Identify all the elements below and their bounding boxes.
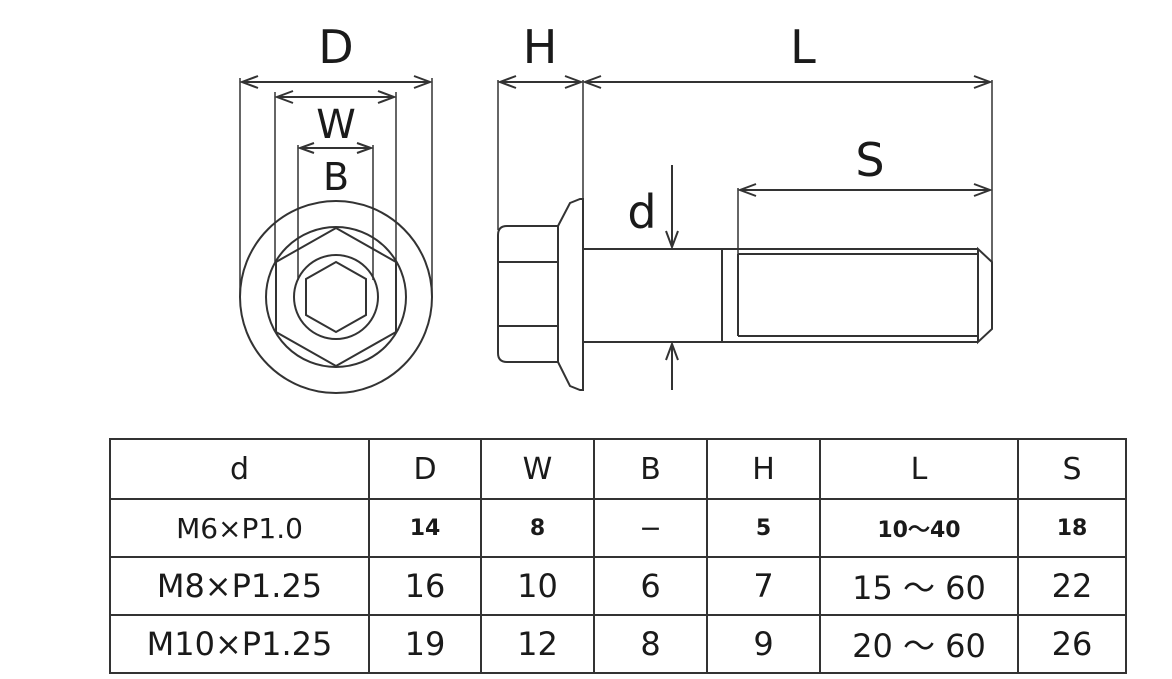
- socket-hex: [305, 260, 367, 334]
- label-S: S: [855, 133, 884, 187]
- cell-D: 16: [368, 556, 482, 616]
- header-W: W: [480, 438, 595, 500]
- hex-head: [497, 225, 559, 363]
- dimension-d: [665, 165, 679, 390]
- hex-across-corners-circle: [265, 226, 407, 368]
- dimension-W: [274, 90, 397, 104]
- flange: [557, 198, 584, 391]
- cell-S: 22: [1017, 556, 1127, 616]
- side-view: [497, 198, 993, 391]
- label-B: B: [323, 155, 349, 199]
- cell-L: 20 ～ 60: [819, 614, 1019, 674]
- end-view: [239, 200, 433, 394]
- cell-D: 14: [368, 498, 482, 558]
- header-B: B: [593, 438, 708, 500]
- label-W: W: [316, 102, 356, 148]
- dimension-S: [737, 183, 993, 197]
- cell-W: 8: [480, 498, 595, 558]
- cell-d: M8×P1.25: [109, 556, 370, 616]
- dimension-L: [582, 75, 993, 89]
- cell-B: 6: [593, 556, 708, 616]
- cell-H: 9: [706, 614, 821, 674]
- table-row: M10×P1.25 19 12 8 9 20 ～ 60 26: [109, 614, 1127, 674]
- label-d: d: [627, 185, 656, 239]
- table-row: M6×P1.0 14 8 － 5 10～40 18: [109, 498, 1127, 558]
- cell-L: 15 ～ 60: [819, 556, 1019, 616]
- cell-L: 10～40: [819, 498, 1019, 558]
- table-row: M8×P1.25 16 10 6 7 15 ～ 60 22: [109, 556, 1127, 616]
- label-L: L: [790, 20, 816, 74]
- cell-W: 10: [480, 556, 595, 616]
- cell-D: 19: [368, 614, 482, 674]
- header-S: S: [1017, 438, 1127, 500]
- flange-outer-circle: [239, 200, 433, 394]
- dimension-D: [239, 75, 433, 89]
- table-header-row: d D W B H L S: [109, 438, 1127, 500]
- header-d: d: [109, 438, 370, 500]
- cell-W: 12: [480, 614, 595, 674]
- socket-circle: [293, 254, 379, 340]
- cell-H: 5: [706, 498, 821, 558]
- dimension-table: d D W B H L S M6×P1.0 14 8 － 5 10～40 18 …: [109, 438, 1127, 674]
- cell-H: 7: [706, 556, 821, 616]
- header-L: L: [819, 438, 1019, 500]
- cell-B: 8: [593, 614, 708, 674]
- bolt-technical-drawing: D W B H L S d: [239, 20, 993, 394]
- cell-S: 18: [1017, 498, 1127, 558]
- cell-d: M10×P1.25: [109, 614, 370, 674]
- cell-d: M6×P1.0: [109, 498, 370, 558]
- label-H: H: [523, 20, 558, 74]
- cell-B: －: [593, 498, 708, 558]
- cell-S: 26: [1017, 614, 1127, 674]
- label-D: D: [318, 20, 353, 74]
- thread-end: [977, 246, 993, 345]
- dimension-B: [297, 142, 374, 154]
- dimension-H: [497, 75, 584, 89]
- header-D: D: [368, 438, 482, 500]
- header-H: H: [706, 438, 821, 500]
